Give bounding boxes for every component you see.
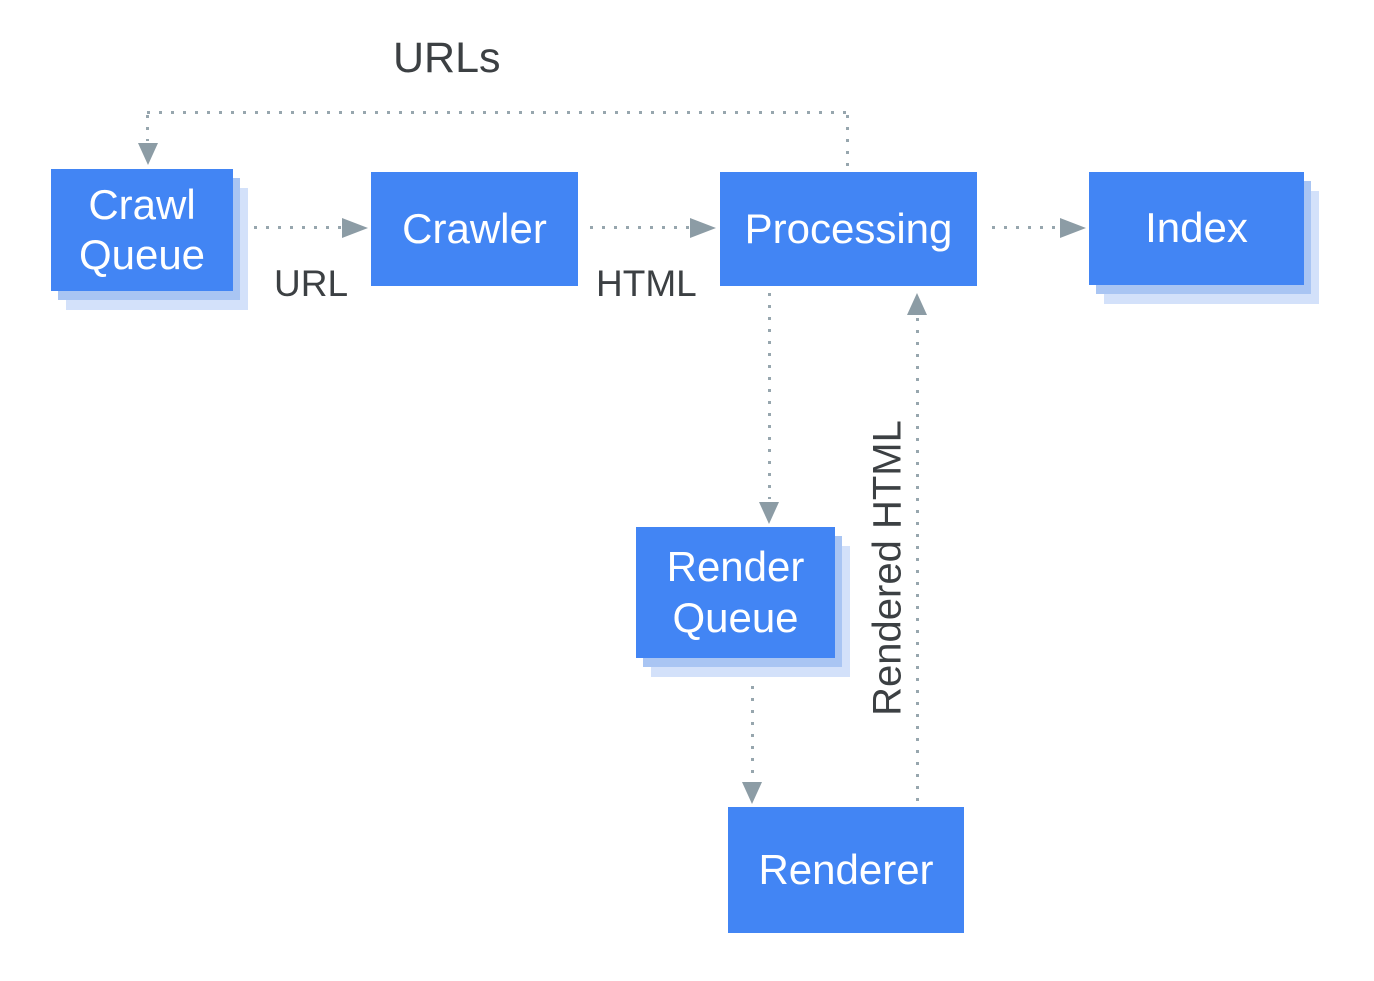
edge-line-render-queue-to-renderer [751,674,754,780]
arrowhead-into-index [1060,218,1086,238]
edge-line-processing-to-index [992,226,1059,229]
node-render-queue: Render Queue [636,527,835,658]
edge-label-html: HTML [596,263,697,304]
edge-line-processing-to-render-queue [768,293,771,499]
edge-line-renderer-to-processing [916,318,919,806]
node-processing-label: Processing [744,204,953,252]
edge-line-processing-to-crawl-queue-right [846,115,849,171]
arrowhead-into-render-queue [759,502,779,524]
node-renderer-label: Renderer [758,845,934,893]
node-index: Index [1089,172,1304,285]
edge-line-processing-to-crawl-queue-left [146,115,149,141]
arrowhead-into-renderer [742,782,762,804]
edge-label-url: URL [274,263,349,304]
node-processing: Processing [720,172,977,286]
node-render-queue-label: Render Queue [666,543,805,641]
edge-label-rendered-html: Rendered HTML [865,420,910,716]
node-renderer: Renderer [728,807,964,933]
edge-line-crawl-queue-to-crawler [254,226,342,229]
node-crawl-queue: Crawl Queue [51,169,233,291]
arrowhead-into-crawler [342,218,368,238]
node-index-label: Index [1145,204,1248,252]
arrowhead-into-crawl-queue [138,143,158,165]
arrowhead-into-processing [690,218,716,238]
node-crawler-label: Crawler [402,204,547,252]
arrowhead-into-processing-bottom [907,293,927,315]
node-crawl-queue-label: Crawl Queue [78,180,206,278]
edge-line-processing-to-crawl-queue-top [147,111,849,114]
edge-line-crawler-to-processing [590,226,689,229]
node-crawler: Crawler [371,172,578,286]
edge-label-urls: URLs [393,34,501,82]
